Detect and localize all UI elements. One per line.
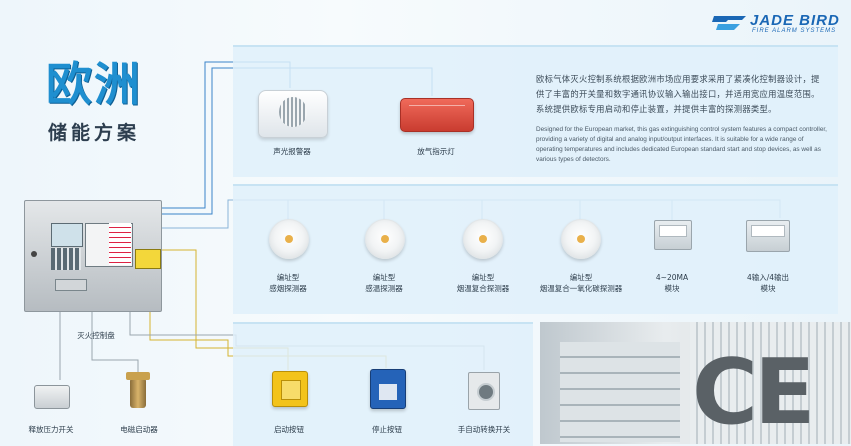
manual-auto-switch-label: 手自动转换开关 bbox=[457, 425, 511, 434]
pressure-switch-icon bbox=[34, 385, 70, 409]
start-button-label: 启动按钮 bbox=[274, 425, 304, 434]
smoke-heat-detector-icon bbox=[463, 219, 503, 259]
stop-button-icon bbox=[370, 369, 406, 409]
heat-detector-icon bbox=[365, 219, 405, 259]
module-4-20ma-icon bbox=[654, 220, 692, 250]
smoke-detector-icon bbox=[269, 219, 309, 259]
description-english: Designed for the European market, this g… bbox=[536, 126, 827, 163]
solenoid-valve-label: 电磁启动器 bbox=[120, 425, 158, 434]
smoke-heat-co-detector-icon bbox=[561, 219, 601, 259]
heat-detector-label: 编址型 感温探测器 bbox=[365, 273, 403, 293]
jade-bird-logo-icon bbox=[712, 16, 746, 30]
brand-tagline: FIRE ALARM SYSTEMS bbox=[752, 28, 837, 34]
module-4in-4out-label: 4输入/4输出 模块 bbox=[746, 273, 790, 293]
ce-mark: CE bbox=[692, 340, 816, 445]
energy-storage-container-image bbox=[540, 322, 851, 444]
sounder-strobe-icon bbox=[258, 90, 328, 138]
brand-name: JADE BIRD bbox=[750, 12, 840, 29]
manual-auto-switch-icon bbox=[468, 372, 500, 410]
description-chinese: 欧标气体灭火控制系统根据欧洲市场应用要求采用了紧凑化控制器设计，提供了丰富的开关… bbox=[536, 74, 820, 114]
control-panel-label: 灭火控制盘 bbox=[77, 331, 115, 340]
module-4in-4out-icon bbox=[746, 220, 790, 252]
start-button-icon bbox=[272, 371, 308, 407]
page-subtitle: 储能方案 bbox=[48, 122, 141, 144]
page-title: 欧洲 bbox=[46, 57, 142, 111]
smoke-heat-detector-label: 编址型 烟温复合探测器 bbox=[456, 273, 510, 293]
gas-release-sign-label: 放气指示灯 bbox=[417, 147, 455, 156]
smoke-detector-label: 编址型 感烟探测器 bbox=[269, 273, 307, 293]
stop-button-label: 停止按钮 bbox=[372, 425, 402, 434]
gas-release-sign-icon bbox=[400, 98, 474, 132]
sounder-strobe-label: 声光报警器 bbox=[273, 147, 311, 156]
solenoid-valve-icon bbox=[126, 372, 150, 408]
smoke-heat-co-detector-label: 编址型 烟温复合一氧化碳探测器 bbox=[539, 273, 623, 293]
pressure-switch-label: 释放压力开关 bbox=[28, 425, 74, 434]
top-panel bbox=[233, 45, 838, 177]
control-panel-icon bbox=[24, 200, 162, 312]
middle-panel bbox=[233, 184, 838, 314]
module-4-20ma-label: 4~20MA 模块 bbox=[655, 273, 689, 293]
